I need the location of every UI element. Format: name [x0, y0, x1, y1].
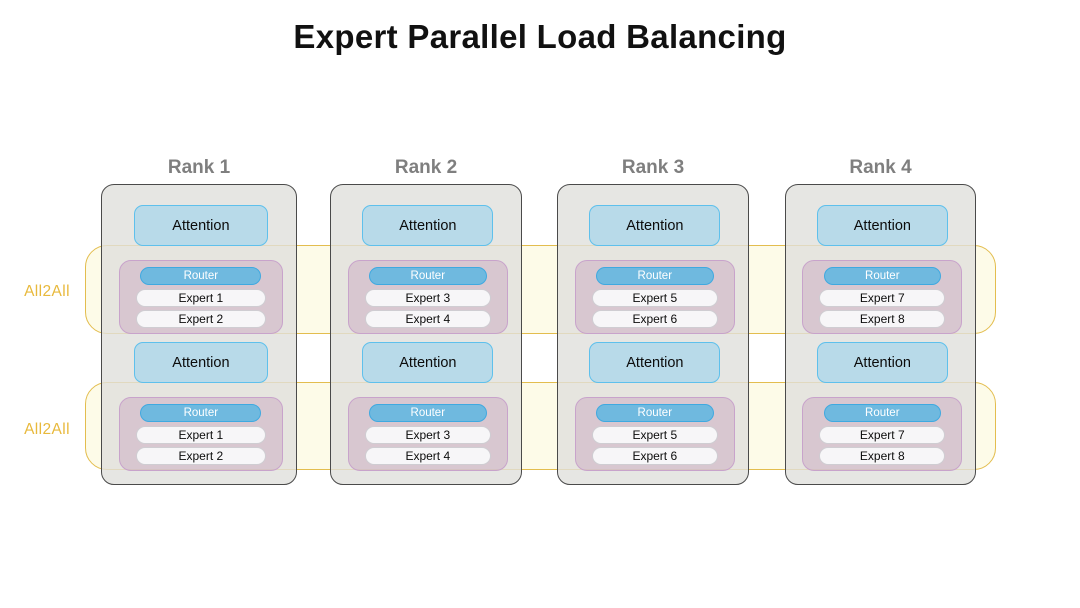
- expert-block: Expert 5: [591, 288, 719, 307]
- all2all-label-2: All2All: [24, 421, 70, 438]
- expert-block: Expert 4: [364, 447, 492, 465]
- attention-block: Attention: [817, 342, 948, 383]
- attention-block: Attention: [362, 342, 494, 383]
- router-block: Router: [823, 404, 941, 422]
- expert-block: Expert 2: [136, 310, 266, 328]
- attention-block: Attention: [134, 205, 268, 246]
- expert-block: Expert 8: [819, 310, 946, 328]
- expert-block: Expert 8: [819, 447, 946, 465]
- router-block: Router: [595, 267, 714, 285]
- expert-block: Expert 6: [591, 310, 719, 328]
- attention-block: Attention: [589, 342, 721, 383]
- router-block: Router: [823, 267, 941, 285]
- all2all-label-1: All2All: [24, 283, 70, 300]
- expert-block: Expert 6: [591, 447, 719, 465]
- expert-block: Expert 1: [136, 288, 266, 307]
- rank-label-2: Rank 2: [394, 157, 458, 178]
- rank-column-4: Attention Router Expert 7 Expert 8 Atten…: [785, 184, 976, 485]
- page-title: Expert Parallel Load Balancing: [293, 18, 787, 55]
- rank-column-1: Attention Router Expert 1 Expert 2 Atten…: [101, 184, 297, 485]
- expert-block: Expert 4: [364, 310, 492, 328]
- moe-block: Router Expert 3 Expert 4: [347, 397, 509, 471]
- expert-block: Expert 3: [364, 425, 492, 444]
- expert-block: Expert 2: [136, 447, 266, 465]
- expert-block: Expert 5: [591, 425, 719, 444]
- expert-block: Expert 3: [364, 288, 492, 307]
- router-block: Router: [140, 404, 262, 422]
- rank-column-2: Attention Router Expert 3 Expert 4 Atten…: [330, 184, 522, 485]
- rank-label-3: Rank 3: [621, 157, 685, 178]
- expert-block: Expert 7: [819, 425, 946, 444]
- attention-block: Attention: [134, 342, 268, 383]
- rank-column-3: Attention Router Expert 5 Expert 6 Atten…: [557, 184, 749, 485]
- router-block: Router: [140, 267, 262, 285]
- router-block: Router: [368, 404, 487, 422]
- moe-block: Router Expert 7 Expert 8: [802, 397, 963, 471]
- rank-label-4: Rank 4: [849, 157, 912, 178]
- moe-block: Router Expert 5 Expert 6: [574, 260, 736, 334]
- rank-label-1: Rank 1: [167, 157, 231, 178]
- expert-block: Expert 7: [819, 288, 946, 307]
- attention-block: Attention: [362, 205, 494, 246]
- moe-block: Router Expert 1 Expert 2: [118, 397, 283, 471]
- attention-block: Attention: [589, 205, 721, 246]
- router-block: Router: [595, 404, 714, 422]
- router-block: Router: [368, 267, 487, 285]
- moe-block: Router Expert 7 Expert 8: [802, 260, 963, 334]
- moe-block: Router Expert 3 Expert 4: [347, 260, 509, 334]
- expert-block: Expert 1: [136, 425, 266, 444]
- moe-block: Router Expert 5 Expert 6: [574, 397, 736, 471]
- moe-block: Router Expert 1 Expert 2: [118, 260, 283, 334]
- attention-block: Attention: [817, 205, 948, 246]
